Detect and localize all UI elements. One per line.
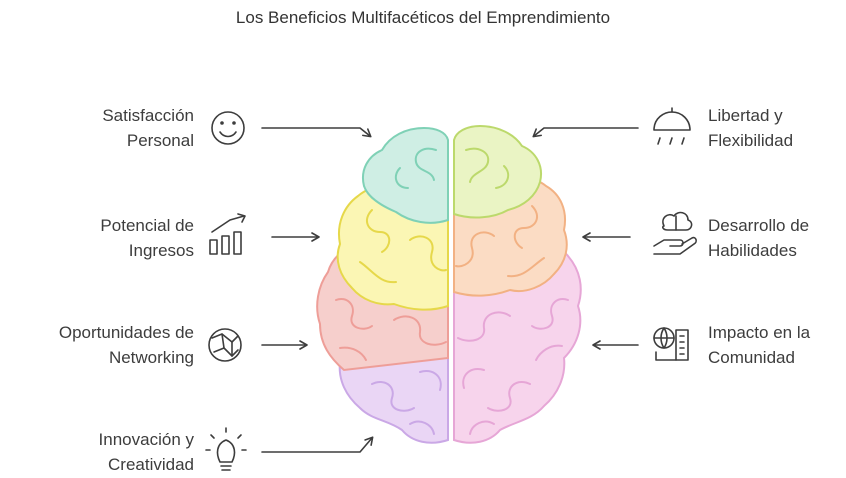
label-line: Impacto en la (708, 323, 811, 342)
label-line: Satisfacción (102, 106, 194, 125)
label-line: Flexibilidad (708, 131, 794, 150)
arrow-innovacion (261, 436, 374, 453)
smile-icon (211, 111, 245, 145)
label-innovacion-creatividad: Innovación y Creatividad (99, 427, 194, 477)
label-line: Potencial de (100, 216, 194, 235)
lightbulb-icon (205, 427, 247, 471)
label-potencial-ingresos: Potencial de Ingresos (100, 213, 194, 263)
label-oportunidades-networking: Oportunidades de Networking (59, 320, 194, 370)
label-libertad-flexibilidad: Libertad y Flexibilidad (708, 103, 793, 153)
brain-region-purple-left (338, 348, 449, 444)
brain-hand-icon (653, 211, 697, 255)
globe-network-icon (208, 328, 242, 362)
buildings-icon (653, 327, 689, 361)
diagram-title: Los Beneficios Multifacéticos del Empren… (235, 8, 611, 27)
arrow-satisfaccion (261, 127, 372, 138)
label-line: Personal (126, 131, 194, 150)
right-hemisphere (453, 124, 582, 444)
brain-region-teal-left (362, 126, 449, 224)
arrow-libertad (532, 127, 639, 138)
label-line: Habilidades (708, 241, 797, 260)
label-line: Comunidad (708, 348, 795, 367)
label-impacto-comunidad: Impacto en la Comunidad (708, 320, 810, 370)
label-line: Libertad y (708, 106, 783, 125)
label-line: Networking (108, 348, 194, 367)
label-line: Desarrollo de (708, 216, 810, 235)
label-desarrollo-habilidades: Desarrollo de Habilidades (708, 213, 809, 263)
arrows (261, 127, 639, 453)
label-line: Oportunidades de (58, 323, 194, 342)
label-satisfaccion-personal: Satisfacción Personal (102, 103, 194, 153)
umbrella-icon (653, 107, 691, 145)
growth-chart-icon (209, 213, 246, 255)
left-hemisphere (316, 126, 449, 444)
label-line: Ingresos (128, 241, 194, 260)
label-line: Creatividad (108, 455, 194, 474)
label-line: Innovación y (98, 430, 194, 449)
